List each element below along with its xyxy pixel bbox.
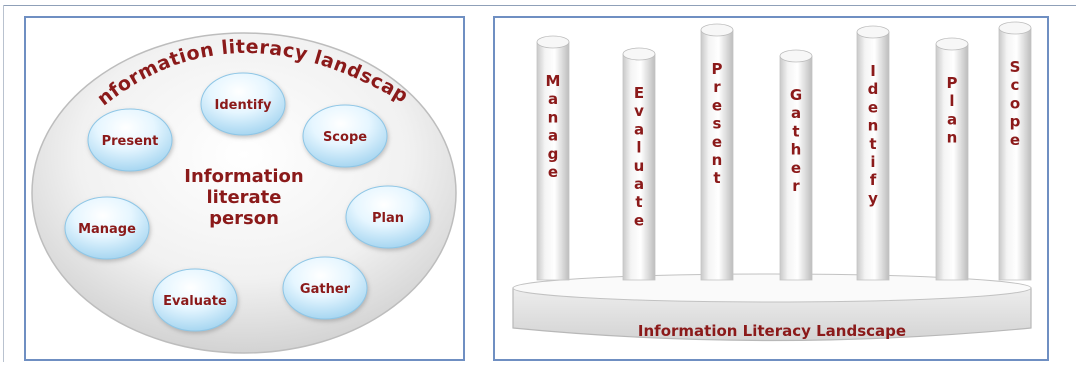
pillar-cap bbox=[779, 49, 813, 63]
pillar-body bbox=[998, 27, 1032, 281]
landscape-diagram: Information literacy landscape Informati… bbox=[26, 18, 457, 354]
node-label: Present bbox=[102, 134, 159, 149]
center-label-line: literate bbox=[207, 187, 282, 208]
node-label: Scope bbox=[323, 130, 367, 145]
node-scope: Scope bbox=[302, 104, 388, 168]
node-present: Present bbox=[87, 108, 173, 172]
pillar-cap bbox=[935, 37, 969, 51]
left-border-line bbox=[3, 5, 4, 362]
center-label-line: Information bbox=[184, 166, 303, 187]
node-bubble bbox=[345, 185, 431, 249]
node-label: Gather bbox=[300, 282, 351, 297]
node-bubble bbox=[87, 108, 173, 172]
pillar-cap bbox=[536, 35, 570, 49]
node-manage: Manage bbox=[64, 196, 150, 260]
base-label: Information Literacy Landscape bbox=[638, 322, 906, 340]
node-bubble bbox=[200, 72, 286, 136]
pillar-cap bbox=[998, 21, 1032, 35]
node-identify: Identify bbox=[200, 72, 286, 136]
node-bubble bbox=[282, 256, 368, 320]
center-label-line: person bbox=[209, 208, 279, 229]
landscape-diagram-panel: Information literacy landscape Informati… bbox=[24, 16, 465, 361]
node-label: Manage bbox=[78, 222, 136, 237]
pillar-body bbox=[935, 43, 969, 281]
pillar-body bbox=[622, 53, 656, 281]
node-bubble bbox=[152, 268, 238, 332]
node-gather: Gather bbox=[282, 256, 368, 320]
pillar-cap bbox=[856, 25, 890, 39]
node-label: Plan bbox=[372, 211, 404, 226]
node-bubble bbox=[64, 196, 150, 260]
node-evaluate: Evaluate bbox=[152, 268, 238, 332]
node-plan: Plan bbox=[345, 185, 431, 249]
node-bubble bbox=[302, 104, 388, 168]
top-border-line bbox=[3, 5, 1076, 6]
pillar-body bbox=[856, 31, 890, 281]
pillar-body bbox=[700, 29, 734, 281]
pillar-body bbox=[779, 55, 813, 281]
pillar-cap bbox=[622, 47, 656, 61]
node-label: Identify bbox=[214, 98, 272, 113]
pillar-cap bbox=[700, 23, 734, 37]
node-label: Evaluate bbox=[163, 294, 227, 309]
landscape-base: Information Literacy Landscape bbox=[512, 273, 1032, 342]
